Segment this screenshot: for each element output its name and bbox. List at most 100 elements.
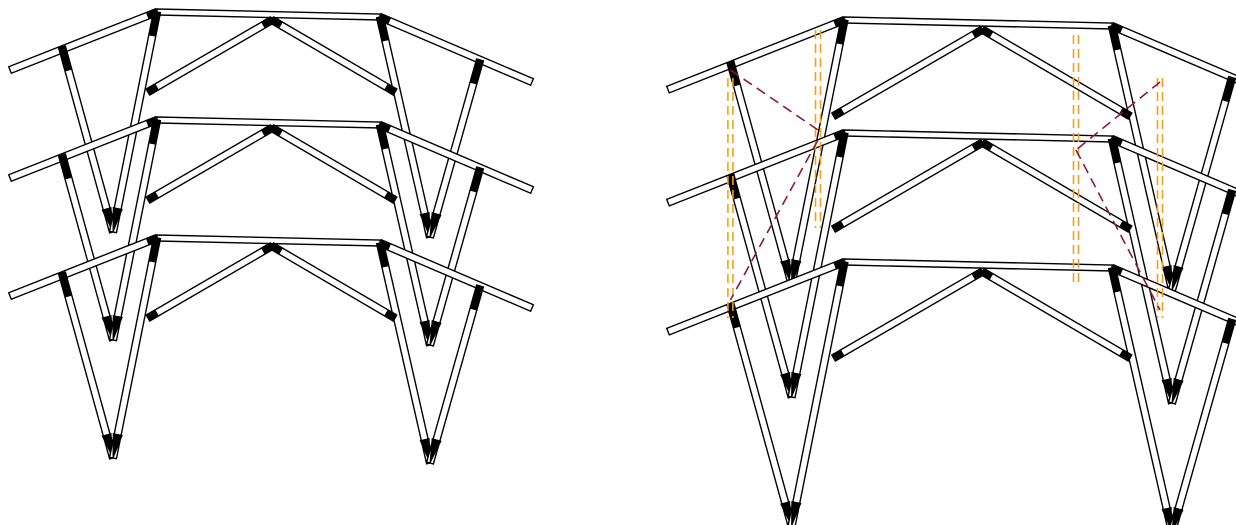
inner-rafter-left-end-cap (260, 242, 275, 255)
right-leg-outer-end-cap (429, 212, 442, 238)
right-leg-outer (1167, 188, 1236, 405)
top-chord-right-body (377, 12, 535, 87)
left-leg-inner-end-cap (112, 314, 123, 341)
inner-rafter-left (145, 242, 275, 322)
left-leg-inner (108, 10, 162, 234)
inner-rafter-right (979, 138, 1133, 233)
left-leg-outer-body (57, 153, 118, 342)
right-leg-inner-start-cap (1107, 266, 1122, 293)
inner-rafter-right-start-cap (269, 16, 284, 29)
diagonal-brace-3 (1075, 81, 1161, 151)
right-leg-outer-end-cap (429, 438, 442, 464)
frame-2 (7, 115, 535, 347)
top-chord-center-body (843, 129, 1113, 143)
left-leg-inner (108, 118, 162, 342)
left-leg-inner-start-cap (148, 118, 162, 145)
top-chord-left (665, 15, 847, 94)
inner-rafter-right-end-cap (383, 309, 398, 322)
right-leg-outer-start-cap (1221, 76, 1236, 103)
left-leg-outer (57, 153, 118, 342)
right-leg-outer (1169, 317, 1236, 525)
right-leg-outer-end-cap (1172, 507, 1184, 525)
right-leg-outer-end-cap (429, 320, 442, 346)
left-leg-inner (787, 260, 849, 525)
left-leg-inner-end-cap (791, 371, 802, 398)
right-leg-outer (425, 284, 485, 465)
right-leg-inner-body (1107, 266, 1175, 525)
inner-rafter-left (830, 138, 986, 233)
right-leg-outer-start-cap (469, 166, 484, 193)
top-chord-center-body (843, 258, 1113, 272)
diagonal-brace-4 (1075, 149, 1161, 311)
right-leg-outer (425, 166, 485, 347)
right-leg-outer-start-cap (1221, 318, 1236, 345)
inner-rafter-left (145, 124, 275, 204)
inner-rafter-left-end-cap (971, 138, 985, 152)
inner-rafter-right-end-cap (383, 83, 398, 96)
inner-rafter-right (979, 267, 1133, 362)
left-leg-inner-end-cap (791, 500, 802, 525)
left-leg-outer (726, 302, 796, 525)
bracing-left-outer (727, 78, 734, 318)
diagonal-brace-1 (729, 69, 819, 131)
inner-rafter-right-start-cap (269, 124, 284, 137)
top-chord-center (156, 116, 381, 129)
inner-rafter-right-start-cap (979, 25, 994, 39)
top-chord-center (843, 258, 1113, 272)
top-chord-center-body (843, 16, 1113, 30)
left-leg-outer (57, 45, 118, 234)
inner-rafter-right-body (269, 16, 398, 96)
right-leg-outer-start-cap (1221, 189, 1236, 216)
inner-rafter-left-body (830, 138, 986, 233)
inner-rafter-right-end-cap (1118, 107, 1133, 120)
left-leg-inner-end-cap (112, 206, 123, 233)
frame-3 (665, 257, 1236, 525)
diagonal-bracing (729, 69, 1161, 311)
left-leg-inner-end-cap (112, 432, 123, 459)
frame-2 (665, 128, 1236, 405)
left-panel-frames (7, 7, 535, 465)
inner-rafter-right-start-cap (979, 138, 994, 152)
right-leg-inner (1107, 266, 1175, 525)
top-chord-center (843, 129, 1113, 143)
right-leg-inner-start-cap (375, 15, 390, 42)
right-leg-inner-start-cap (375, 241, 390, 268)
bracing-right-inner (1072, 35, 1080, 282)
inner-rafter-left-start-cap (145, 309, 160, 322)
top-chord-center (156, 8, 381, 21)
right-leg-inner-body (375, 241, 435, 465)
inner-rafter-left-body (145, 124, 275, 204)
left-leg-outer (57, 271, 118, 460)
inner-rafter-left-end-cap (971, 267, 985, 281)
inner-rafter-left-start-cap (145, 191, 160, 204)
inner-rafter-right-end-cap (1118, 220, 1133, 233)
left-leg-inner (108, 236, 162, 460)
top-chord-left (7, 7, 160, 75)
inner-rafter-left (830, 25, 986, 120)
right-panel-braced-frames (665, 15, 1236, 525)
inner-rafter-right-body (979, 138, 1133, 233)
top-chord-center (156, 234, 381, 247)
right-leg-outer (1167, 75, 1236, 292)
inner-rafter-right (269, 124, 398, 204)
left-leg-outer-start-cap (726, 302, 741, 329)
top-chord-left-body (7, 7, 160, 75)
right-leg-outer-end-cap (1171, 378, 1184, 404)
right-leg-outer (425, 58, 485, 239)
left-leg-outer-start-cap (726, 60, 741, 87)
inner-rafter-right (269, 242, 398, 322)
inner-rafter-left (830, 267, 986, 362)
left-leg-outer-body (726, 302, 796, 525)
top-chord-center-body (156, 116, 381, 129)
inner-rafter-left-body (145, 16, 275, 96)
right-leg-outer-body (1169, 317, 1236, 525)
inner-rafter-right-start-cap (979, 267, 994, 281)
right-leg-inner-start-cap (1107, 137, 1122, 164)
inner-rafter-right-end-cap (383, 191, 398, 204)
diagonal-brace-2 (729, 139, 819, 301)
inner-rafter-left-end-cap (260, 16, 275, 29)
left-leg-outer-start-cap (58, 271, 73, 298)
inner-rafter-left (145, 16, 275, 96)
